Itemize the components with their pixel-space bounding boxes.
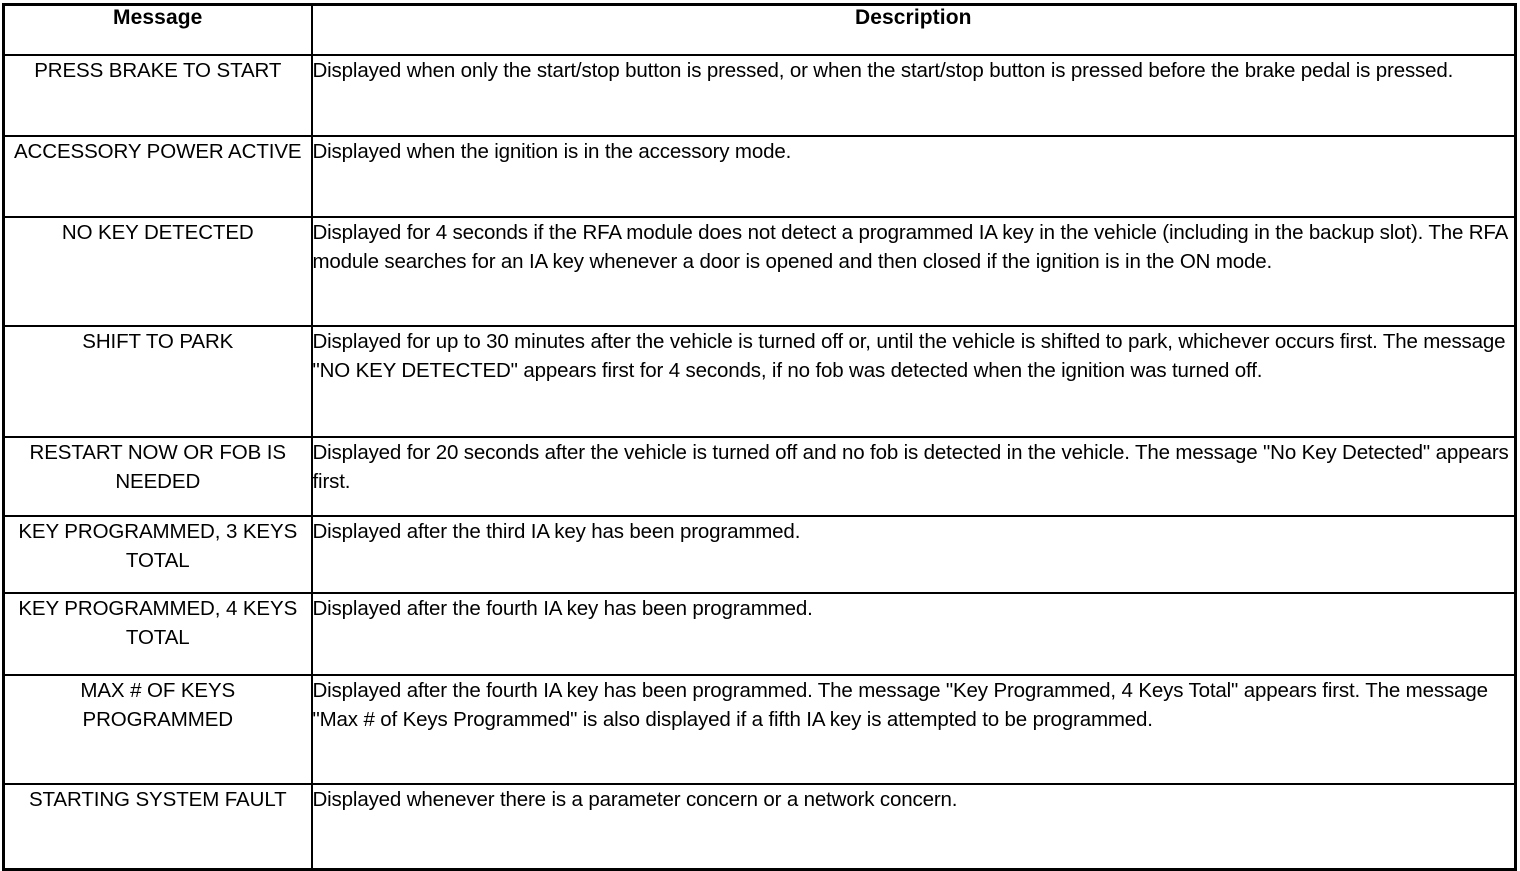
table-row: MAX # OF KEYS PROGRAMMED Displayed after… (2, 674, 1517, 785)
document-page: Message Description PRESS BRAKE TO START… (2, 3, 1517, 871)
table-row: ACCESSORY POWER ACTIVE Displayed when th… (2, 135, 1517, 218)
table-row: RESTART NOW OR FOB IS NEEDED Displayed f… (2, 436, 1517, 517)
cell-message: MAX # OF KEYS PROGRAMMED (2, 674, 313, 785)
cell-message: PRESS BRAKE TO START (2, 54, 313, 137)
cell-message: NO KEY DETECTED (2, 216, 313, 327)
cell-description: Displayed after the third IA key has bee… (310, 515, 1517, 594)
cell-description: Displayed after the fourth IA key has be… (310, 592, 1517, 676)
table-row: SHIFT TO PARK Displayed for up to 30 min… (2, 325, 1517, 438)
cell-message: RESTART NOW OR FOB IS NEEDED (2, 436, 313, 517)
table-row: STARTING SYSTEM FAULT Displayed whenever… (2, 783, 1517, 871)
table-header: Message Description (2, 3, 1517, 56)
cell-description: Displayed for 4 seconds if the RFA modul… (310, 216, 1517, 327)
message-description-table: Message Description PRESS BRAKE TO START… (2, 3, 1517, 871)
column-header-description: Description (310, 3, 1517, 56)
cell-description: Displayed for 20 seconds after the vehic… (310, 436, 1517, 517)
cell-message: SHIFT TO PARK (2, 325, 313, 438)
table-row: NO KEY DETECTED Displayed for 4 seconds … (2, 216, 1517, 327)
table-row: PRESS BRAKE TO START Displayed when only… (2, 54, 1517, 137)
cell-description: Displayed after the fourth IA key has be… (310, 674, 1517, 785)
cell-message: KEY PROGRAMMED, 3 KEYS TOTAL (2, 515, 313, 594)
cell-message: KEY PROGRAMMED, 4 KEYS TOTAL (2, 592, 313, 676)
cell-message: STARTING SYSTEM FAULT (2, 783, 313, 871)
cell-description: Displayed when the ignition is in the ac… (310, 135, 1517, 218)
table-body: PRESS BRAKE TO START Displayed when only… (2, 54, 1517, 871)
cell-description: Displayed whenever there is a parameter … (310, 783, 1517, 871)
cell-description: Displayed when only the start/stop butto… (310, 54, 1517, 137)
table-header-row: Message Description (2, 3, 1517, 56)
cell-description: Displayed for up to 30 minutes after the… (310, 325, 1517, 438)
table-row: KEY PROGRAMMED, 4 KEYS TOTAL Displayed a… (2, 592, 1517, 676)
cell-message: ACCESSORY POWER ACTIVE (2, 135, 313, 218)
table-row: KEY PROGRAMMED, 3 KEYS TOTAL Displayed a… (2, 515, 1517, 594)
column-header-message: Message (2, 3, 313, 56)
